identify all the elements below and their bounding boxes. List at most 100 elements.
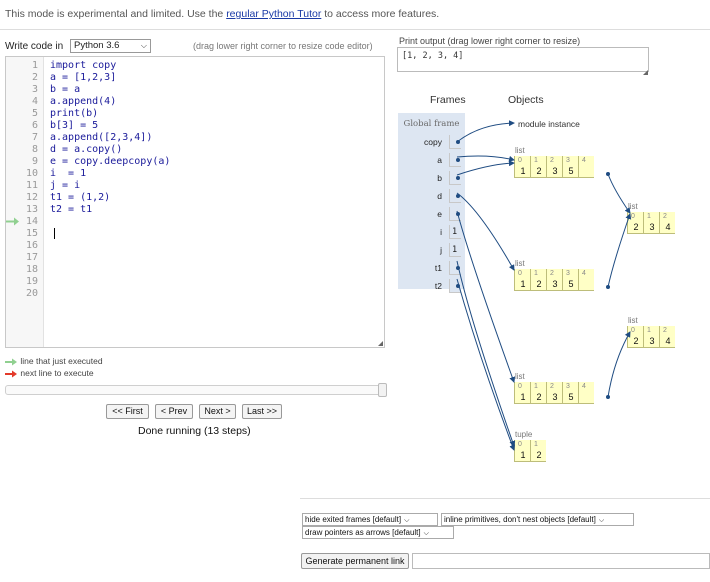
cell-value: 2 [536,279,542,289]
arrow-a [456,155,515,162]
language-select[interactable]: Python 3.6 ⌵ [70,39,151,53]
cell-index: 0 [518,157,522,164]
line-number: 12 [25,192,38,203]
frame-var-name: i [440,227,442,237]
frames-option-select[interactable]: hide exited frames [default]⌵ [302,513,438,526]
cell-value: 3 [649,222,655,232]
arrow-d [456,192,515,271]
cell-index: 2 [663,327,667,334]
line-number: 2 [31,72,38,83]
arrow-t1 [456,260,516,447]
cell-index: 4 [582,383,586,390]
cell-index: 0 [631,213,635,220]
cell-index: 1 [647,213,651,220]
line-code: print(b) [50,108,99,119]
arrow-list1-4 [607,173,631,214]
line-number: 1 [31,60,38,71]
legend-next: next line to execute [5,368,94,378]
nesting-option-select[interactable]: inline primitives, don't nest objects [d… [441,513,634,526]
cell-value: 5 [568,279,574,289]
cell-index: 1 [534,383,538,390]
regular-python-tutor-link[interactable]: regular Python Tutor [226,8,322,20]
line-number-gutter [6,57,44,347]
line-code: t1 = (1,2) [50,192,111,203]
editor-resize-handle[interactable] [378,341,383,346]
cell-value: 2 [536,166,542,176]
legend-executed: line that just executed [5,356,103,366]
frame-var-name: a [437,155,442,165]
line-number: 16 [25,240,38,251]
pointer-dot [456,158,460,162]
pointer-dot [456,284,460,288]
cell-value: 3 [649,336,655,346]
line-code: d = a.copy() [50,144,123,155]
frame-var-name: copy [424,137,442,147]
object-cell: 4 [578,156,594,178]
last-button[interactable]: Last >> [242,404,282,419]
line-number: 7 [31,132,38,143]
permanent-link-field[interactable] [412,553,710,569]
object-type-label: tuple [515,430,533,439]
cell-index: 0 [518,270,522,277]
frame-var-value [449,189,461,203]
line-code: b[3] = 5 [50,120,99,131]
frame-var-name: j [440,245,442,255]
pointer-option-select[interactable]: draw pointers as arrows [default]⌵ [302,526,454,539]
code-line: 12 t1 = (1,2) [6,192,376,204]
chevron-down-icon: ⌵ [598,517,605,524]
pointer-dot [456,194,460,198]
first-button[interactable]: << First [106,404,149,419]
frame-var-value [449,135,461,149]
resize-code-hint: (drag lower right corner to resize code … [193,41,373,51]
line-code: j = i [50,180,81,191]
print-output-label: Print output (drag lower right corner to… [399,36,581,46]
object-cell: 4 [578,269,594,291]
arrow-t2 [456,278,516,451]
frame-var-name: t1 [434,263,442,273]
prev-button[interactable]: < Prev [155,404,193,419]
next-button[interactable]: Next > [199,404,236,419]
line-code: t2 = t1 [50,204,93,215]
frame-var-value: 1 [449,243,461,257]
frame-var-name: d [437,191,442,201]
text-cursor [54,228,55,239]
status-message: Done running (13 steps) [138,425,251,437]
line-number: 20 [25,288,38,299]
cell-index: 4 [582,157,586,164]
cell-index: 0 [518,441,522,448]
cell-value: 2 [536,450,542,460]
cell-value: 4 [665,222,671,232]
cell-value: 1 [520,166,526,176]
cell-value: 3 [552,392,558,402]
line-number: 19 [25,276,38,287]
code-line: 15 [6,228,376,240]
cell-value: 3 [552,279,558,289]
print-output-text: [1, 2, 3, 4] [402,51,464,61]
red-arrow-icon [5,370,17,378]
executed-line-arrow-icon [6,217,19,226]
step-slider-handle[interactable] [378,383,387,397]
line-number: 13 [25,204,38,215]
line-code: b = a [50,84,81,95]
generate-permanent-link-button[interactable]: Generate permanent link [301,553,409,569]
object-type-label: list [515,372,525,381]
cell-index: 2 [663,213,667,220]
output-resize-handle[interactable] [643,70,648,75]
print-output-box[interactable]: [1, 2, 3, 4] [397,47,649,72]
cell-value: 2 [633,336,639,346]
